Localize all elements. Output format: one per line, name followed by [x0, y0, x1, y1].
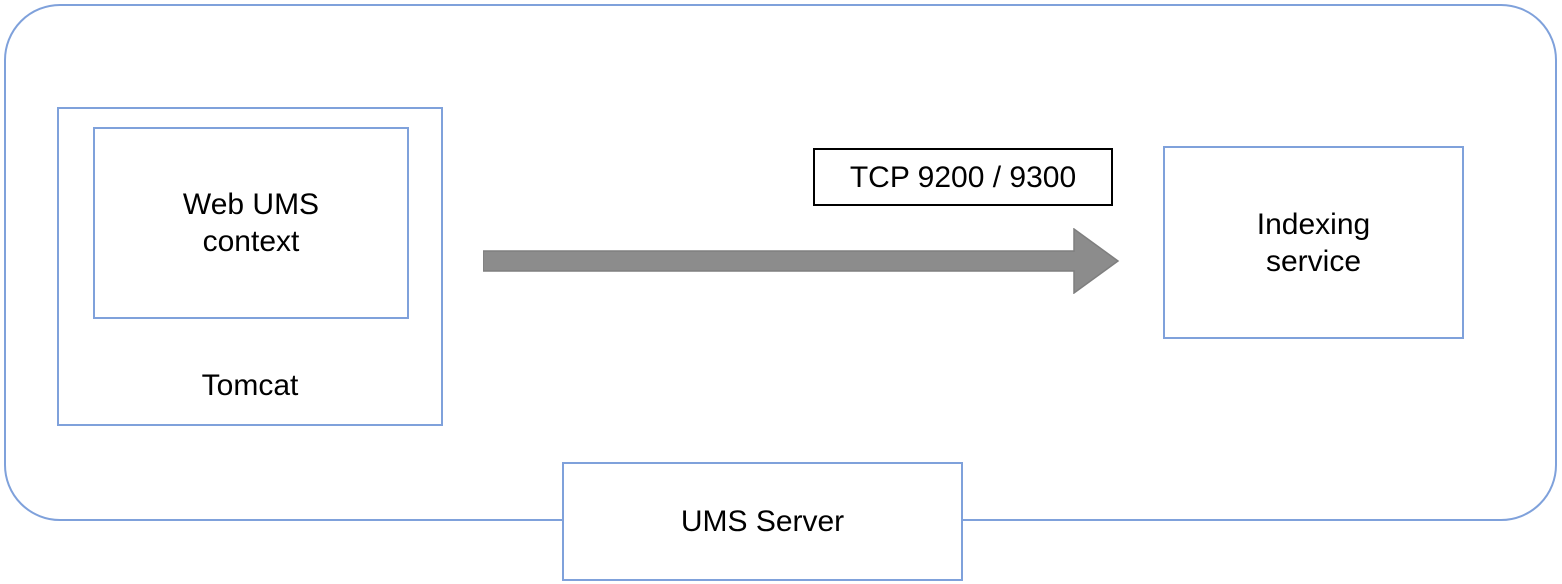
connection-label: TCP 9200 / 9300: [849, 160, 1077, 194]
tomcat-label: Tomcat: [201, 369, 299, 402]
ums-server-label: UMS Server: [680, 505, 845, 538]
connection-label-box: TCP 9200 / 9300: [813, 148, 1113, 206]
indexing-service-node: Indexing service: [1163, 146, 1464, 339]
indexing-service-label: Indexing service: [1256, 207, 1371, 278]
arrow-shape: [483, 228, 1120, 294]
connection-arrow: [483, 228, 1120, 294]
web-ums-context-label: Web UMS context: [182, 188, 320, 258]
tomcat-node: Web UMS context Tomcat: [57, 107, 443, 426]
ums-server-node: UMS Server: [562, 462, 963, 581]
web-ums-context-node: Web UMS context: [93, 127, 409, 319]
